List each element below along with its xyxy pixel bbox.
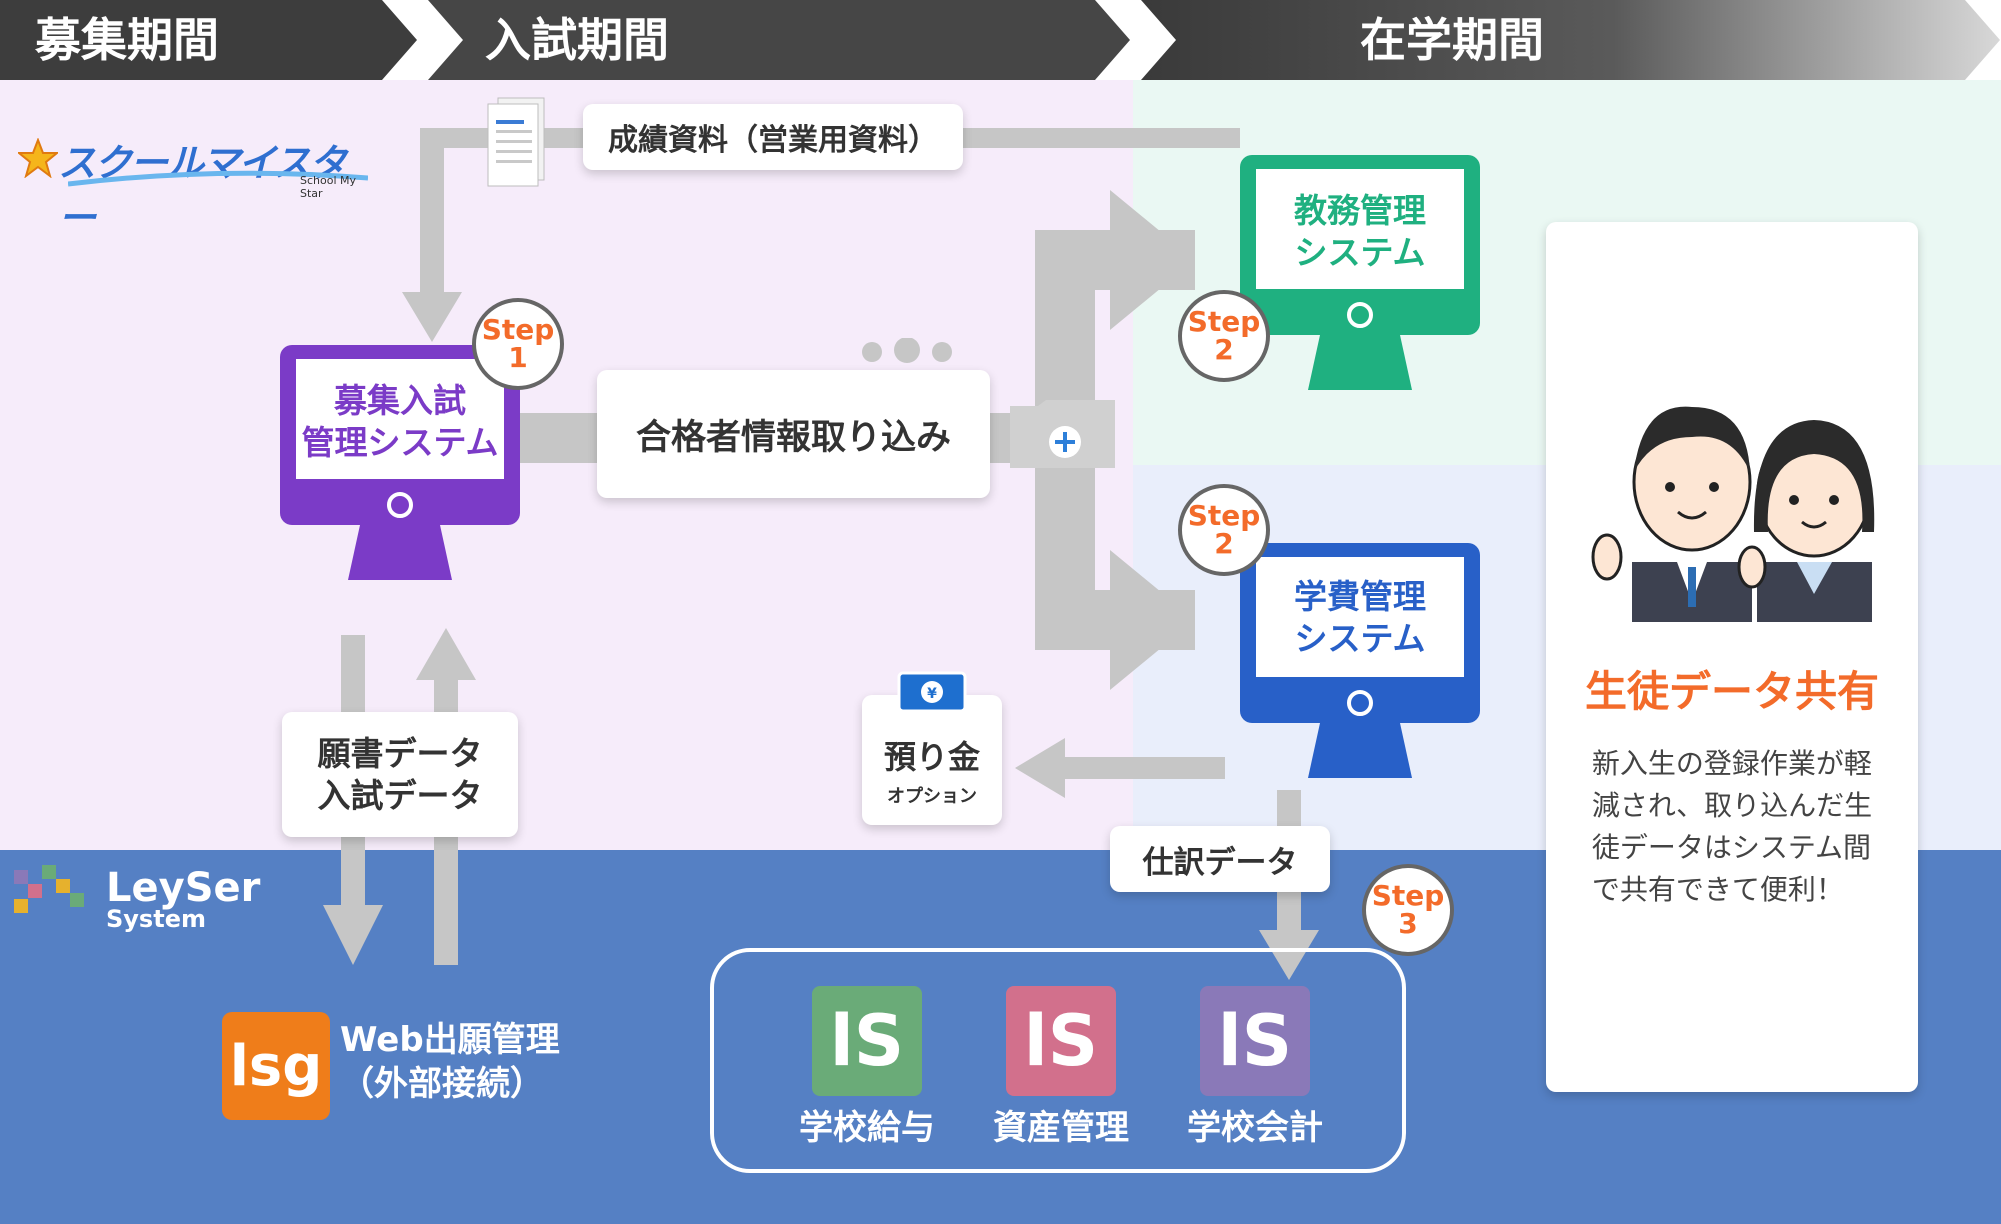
import-passers-box: 合格者情報取り込み (597, 370, 990, 498)
share-title: 生徒データ共有 (1584, 667, 1879, 716)
grades-material-box: 成績資料（営業用資料） (583, 104, 963, 170)
phase-header-bar (0, 0, 2001, 80)
deposit-arrow-head (1015, 738, 1065, 798)
web-application-label: Web出願管理 （外部接続） (340, 1020, 560, 1104)
recruit-exam-system-label: 募集入試 管理システム (301, 381, 499, 462)
ls-asset-label: 資産管理 (993, 1108, 1129, 1148)
phase-enrolled-label: 在学期間 (1360, 13, 1544, 67)
lsg-logo-icon: lsg (222, 1012, 330, 1120)
folder-plus-icon (1010, 400, 1115, 468)
ls-payroll-label: 学校給与 (799, 1108, 935, 1148)
phase-recruit-label: 募集期間 (35, 13, 219, 67)
application-data-box: 願書データ 入試データ (282, 712, 518, 837)
phase-chevron-recruit (0, 0, 417, 80)
grades-arrow-head (402, 292, 462, 342)
academic-system-label: 教務管理 システム (1294, 191, 1426, 272)
school-my-star-logo: スクールマイスター School My Star (18, 130, 378, 240)
down-arrow-head (323, 905, 383, 965)
phase-exam-label: 入試期間 (485, 13, 669, 67)
phase-chevron-enrolled (1141, 0, 2000, 80)
ls-accounting-label: 学校会計 (1187, 1108, 1323, 1148)
ls-products-group (710, 948, 1406, 1173)
share-description: 新入生の登録作業が軽 減され、取り込んだ生 徒データはシステム間 で共有できて便… (1591, 747, 1873, 906)
academic-arrow-head (1110, 190, 1195, 330)
up-arrow-head (416, 628, 476, 680)
fee-arrow-head (1110, 550, 1195, 690)
fee-system-label: 学費管理 システム (1294, 577, 1426, 658)
academic-monitor (1240, 155, 1480, 390)
svg-text:¥: ¥ (927, 686, 937, 702)
deposit-box: ¥ 預り金 オプション (862, 671, 1002, 825)
money-icon: ¥ (897, 671, 967, 713)
student-data-share-card: 生徒データ共有 新入生の登録作業が軽 減され、取り込んだ生 徒データはシステム間… (1546, 222, 1918, 1092)
document-icon (487, 97, 545, 187)
journal-arrow-head (1259, 930, 1319, 980)
journal-data-box: 仕訳データ (1110, 826, 1330, 892)
fee-monitor (1240, 543, 1480, 778)
ls-accounting-icon: lS (1200, 986, 1310, 1096)
ls-payroll-icon: lS (812, 986, 922, 1096)
ls-asset-icon: lS (1006, 986, 1116, 1096)
phase-chevron-exam (428, 0, 1130, 80)
recruit-exam-monitor (280, 345, 520, 580)
leyser-mosaic-icon (14, 865, 84, 913)
leyser-system-logo: LeySer System (14, 865, 294, 945)
star-icon (18, 138, 58, 178)
students-illustration (1591, 406, 1875, 622)
